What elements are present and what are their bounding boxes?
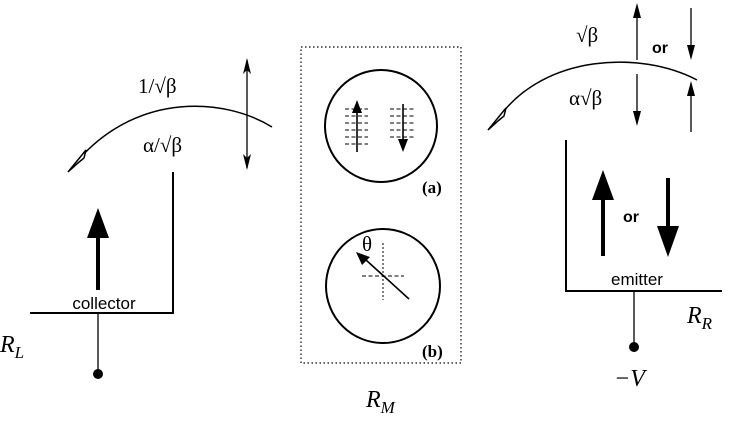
panel-b-tilted-spin-arrow — [356, 252, 410, 300]
R-L-label: RL — [0, 332, 24, 362]
bottom-left-down-arrow — [633, 74, 641, 126]
bottom-right-up-arrow — [687, 81, 695, 132]
left-double-arrow — [243, 58, 251, 170]
emitter-spin-down-arrow — [657, 178, 679, 257]
emitter-transmission-up-label: √β — [576, 23, 598, 47]
right-curved-arrow — [499, 61, 698, 117]
panel-b-circle — [325, 228, 441, 344]
collector-spin-up-arrow — [87, 208, 109, 290]
top-right-down-arrow — [687, 8, 695, 60]
collector-terminal — [93, 369, 103, 379]
emitter-spin-up-arrow — [592, 170, 614, 256]
left-curved-arrow — [79, 105, 273, 159]
panel-a-circle — [324, 69, 438, 183]
R-M-label: RM — [365, 387, 396, 417]
or-label-top: or — [652, 40, 668, 57]
emitter-label: emitter — [611, 270, 663, 289]
panel-a-label: (a) — [422, 178, 442, 197]
collector-region: 1/√β α/√β collector RL — [0, 58, 273, 379]
middle-dotted-box — [300, 46, 462, 364]
minus-V-label: −V — [614, 366, 647, 392]
panel-b-label: (b) — [422, 342, 443, 361]
emitter-terminal — [629, 342, 639, 352]
emitter-region: √β α√β or or emit — [487, 3, 722, 392]
left-curved-arrowhead — [67, 149, 87, 173]
collector-electrode — [30, 172, 174, 314]
panel-a-spin-up-arrow — [352, 100, 362, 152]
middle-region: (a) θ (b) RM — [300, 46, 462, 417]
panel-a-dashed-levels — [345, 108, 415, 145]
theta-label: θ — [362, 232, 372, 256]
R-R-label: RR — [686, 303, 713, 333]
transmission-label-down: α/√β — [143, 133, 182, 157]
emitter-electrode — [565, 140, 722, 292]
collector-label: collector — [72, 294, 136, 313]
right-curved-arrowhead — [487, 107, 507, 131]
transmission-label-up: 1/√β — [138, 74, 177, 98]
panel-a-spin-down-arrow — [398, 104, 408, 152]
or-label-middle: or — [623, 209, 639, 226]
top-left-up-arrow — [633, 3, 641, 60]
emitter-transmission-down-label: α√β — [569, 86, 602, 110]
